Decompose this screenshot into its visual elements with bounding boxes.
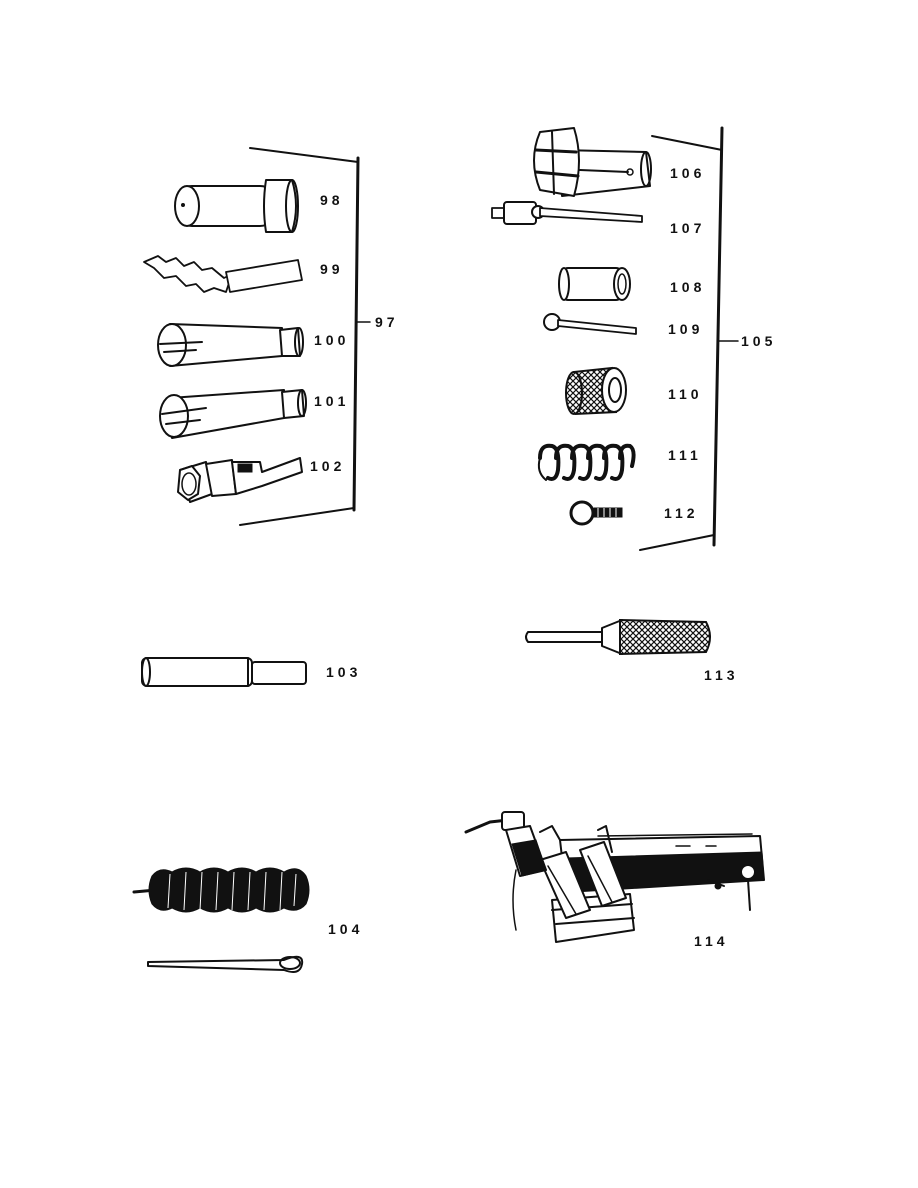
group-label-97: 97 (375, 314, 399, 330)
part-label-104: 104 (328, 921, 363, 937)
part-label-114: 114 (694, 933, 729, 949)
part-114-tool-assembly: 114 (464, 811, 765, 949)
part-98-bushing: 98 (174, 179, 344, 233)
part-109-pin: 109 (543, 313, 703, 337)
part-label-109: 109 (668, 321, 703, 337)
part-104-brush: 104 (132, 867, 363, 973)
part-112-eye-bolt: 112 (569, 500, 699, 526)
part-113-handle-tool: 113 (525, 618, 739, 683)
part-107-pin: 107 (491, 201, 705, 236)
part-label-102: 102 (310, 458, 345, 474)
part-label-99: 99 (320, 261, 344, 277)
part-103-pilot: 103 (141, 657, 361, 687)
part-label-100: 100 (314, 332, 349, 348)
group-bracket-105: 105 (639, 126, 776, 551)
part-102-extractor: 102 (177, 457, 345, 503)
part-label-111: 111 (668, 447, 702, 463)
part-101-slotted-arbor: 101 (159, 389, 349, 439)
part-108-sleeve: 108 (558, 267, 705, 301)
part-label-101: 101 (314, 393, 349, 409)
part-100-slotted-arbor: 100 (157, 323, 349, 367)
part-111-spring: 111 (537, 443, 702, 481)
part-110-knurled-nut: 110 (565, 366, 703, 416)
part-label-106: 106 (670, 165, 705, 181)
part-label-113: 113 (704, 667, 739, 683)
group-bracket-97: 97 (239, 147, 399, 526)
part-label-107: 107 (670, 220, 705, 236)
part-label-103: 103 (326, 664, 361, 680)
group-label-105: 105 (741, 333, 776, 349)
part-106-collet: 106 (533, 127, 705, 197)
part-label-108: 108 (670, 279, 705, 295)
part-label-98: 98 (320, 192, 344, 208)
part-label-110: 110 (668, 386, 703, 402)
part-99-scraper: 99 (143, 255, 344, 293)
part-label-112: 112 (664, 505, 699, 521)
